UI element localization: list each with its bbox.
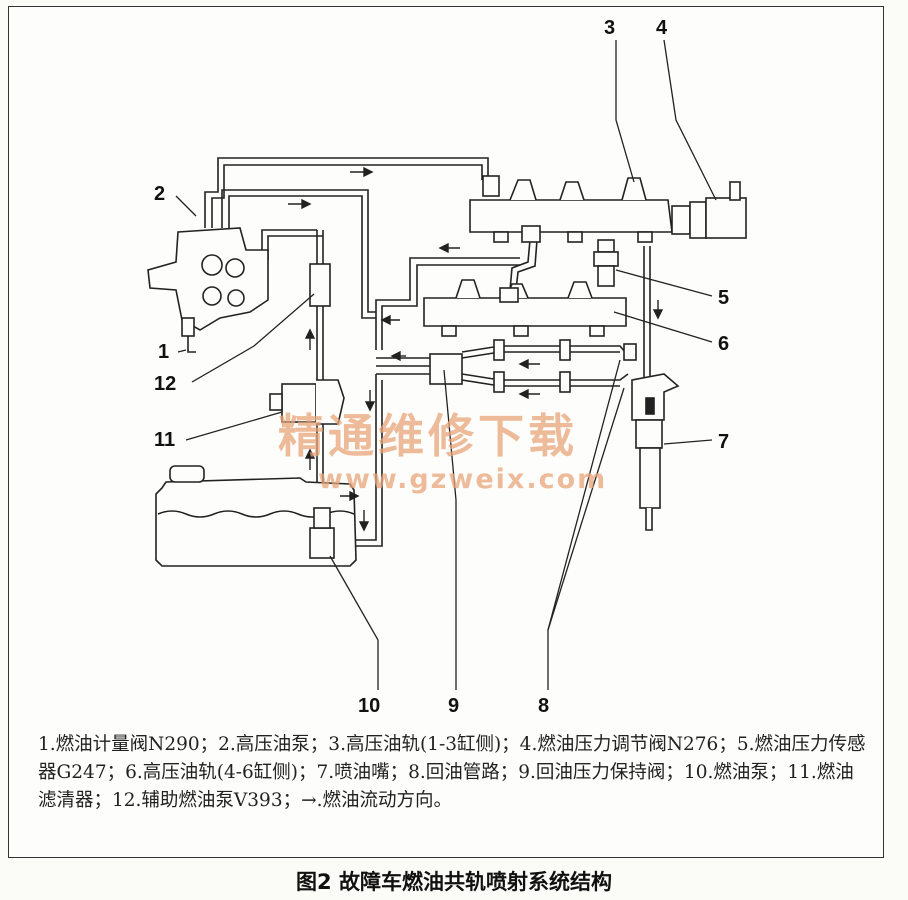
pipe-injector-line [643, 246, 651, 378]
label-10: 10 [358, 695, 380, 717]
label-1: 1 [158, 341, 169, 363]
label-5: 5 [718, 287, 729, 309]
pressure-sensor [593, 239, 619, 287]
auxiliary-fuel-pump [309, 263, 331, 307]
pipe-to-return-valve [376, 357, 430, 367]
fuel-injector [631, 373, 680, 531]
label-7: 7 [718, 431, 729, 453]
return-pressure-valve [429, 353, 463, 385]
high-pressure-pump [147, 227, 269, 353]
flow-arrows [288, 166, 664, 532]
label-11: 11 [154, 429, 175, 451]
in-tank-fuel-pump [309, 507, 335, 559]
pipe-pump-to-rail-lower [221, 189, 376, 319]
label-3: 3 [604, 17, 615, 39]
label-9: 9 [448, 695, 459, 717]
diagram-frame [8, 6, 884, 858]
fuel-filter [269, 379, 345, 425]
high-pressure-rail-1-3 [469, 175, 673, 243]
label-4: 4 [656, 17, 668, 39]
label-8: 8 [538, 695, 549, 717]
label-12: 12 [154, 373, 176, 395]
pipe-rail-crossover [509, 239, 538, 291]
fuel-tank [155, 465, 357, 567]
watermark-cn: 精通维修下载 [278, 409, 578, 463]
leader-lines [175, 39, 717, 690]
watermark-url: www.gzweix.com [318, 464, 607, 495]
label-6: 6 [718, 333, 729, 355]
legend-text: 1.燃油计量阀N290；2.高压油泵；3.高压油轨(1-3缸侧)；4.燃油压力调… [38, 734, 866, 811]
high-pressure-rail-4-6 [423, 279, 627, 337]
return-lines-8 [461, 339, 637, 393]
pipe-pump-to-rail-upper [204, 157, 489, 228]
figure-caption: 图2 故障车燃油共轨喷射系统结构 [296, 870, 612, 894]
label-2: 2 [154, 183, 165, 205]
pressure-regulator-valve [671, 181, 747, 239]
